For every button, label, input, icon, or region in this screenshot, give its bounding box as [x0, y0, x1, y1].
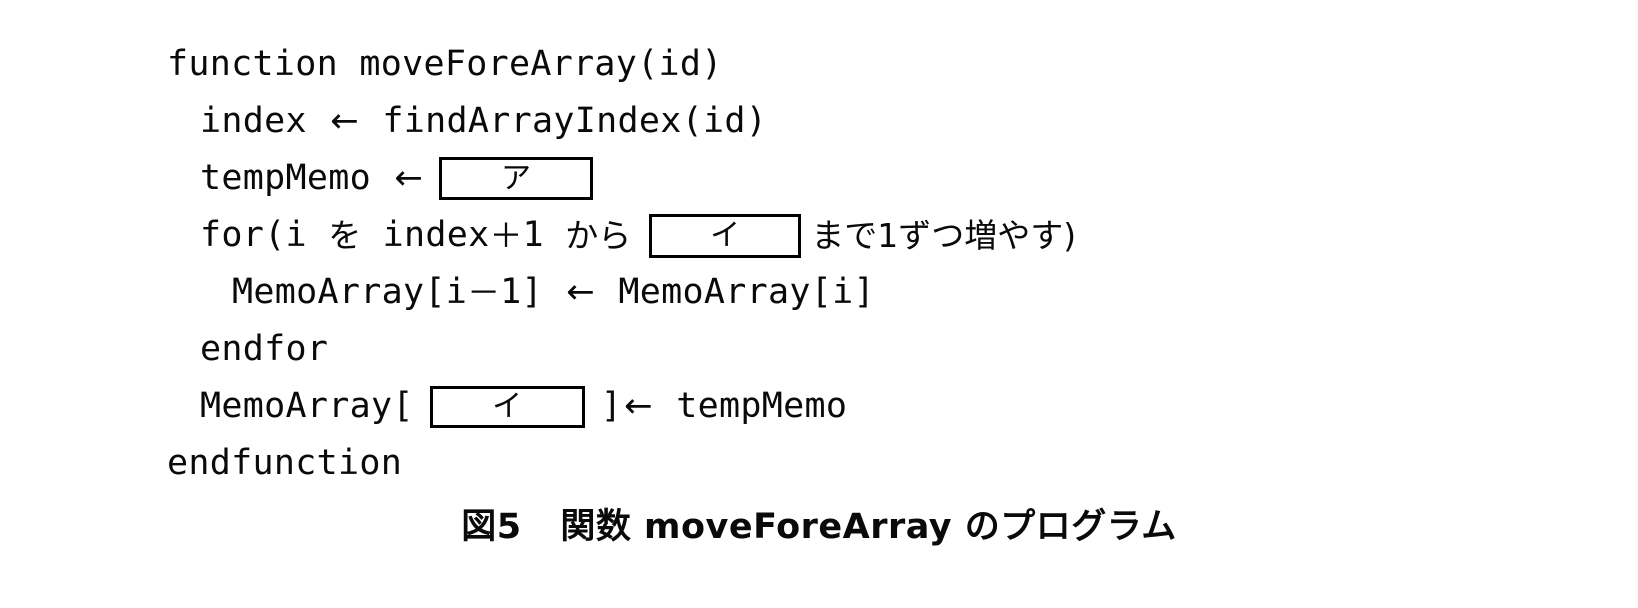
assignment-arrow-icon: ←: [330, 101, 360, 141]
code-line-for-loop: for(i を index ＋ 1 から イ まで1ずつ増やす ): [167, 207, 1467, 264]
code-text-particle-kara: から: [565, 216, 632, 255]
code-text-pre: index: [200, 101, 329, 141]
code-text-pre: MemoArray[: [200, 386, 414, 426]
figure-caption-text: 関数 moveForeArray のプログラム: [560, 507, 1177, 547]
code-line-endfor: endfor: [167, 321, 1467, 378]
answer-blank-a[interactable]: ア: [439, 157, 594, 200]
answer-blank-c[interactable]: イ: [429, 385, 585, 428]
answer-blank-b[interactable]: イ: [649, 213, 802, 258]
code-text-pre: tempMemo: [200, 158, 393, 198]
code-line-memoarray-store: MemoArray[ イ ] ← tempMemo: [167, 378, 1467, 435]
figure-caption-number: 図5: [461, 507, 522, 547]
code-text-particle-wo: を: [328, 216, 362, 255]
code-text-mid: 1]: [500, 272, 565, 312]
code-text: endfunction: [167, 443, 403, 483]
assignment-arrow-icon: ←: [624, 386, 653, 426]
pseudocode-block: function moveForeArray(id) index ← findA…: [167, 36, 1467, 492]
plus-sign: ＋: [489, 216, 523, 255]
code-text-post: MemoArray[i]: [597, 272, 875, 312]
code-text-close-paren: ): [1063, 216, 1077, 255]
code-text-pre: for(i: [200, 215, 329, 255]
code-text: function moveForeArray(id): [167, 44, 723, 84]
minus-sign: －: [467, 273, 501, 312]
code-text-post: tempMemo: [654, 386, 848, 426]
code-line-endfunction: endfunction: [167, 435, 1467, 492]
code-line-tempmemo-assign: tempMemo ← ア: [167, 150, 1467, 207]
code-text-bracket-close: ]: [600, 386, 623, 426]
code-text-pre: MemoArray[i: [232, 272, 468, 312]
code-text-post: findArrayIndex(id): [361, 101, 768, 141]
code-text-one: 1: [522, 215, 566, 255]
assignment-arrow-icon: ←: [394, 158, 424, 198]
code-line-index-assign: index ← findArrayIndex(id): [167, 93, 1467, 150]
figure-caption: 図5 関数 moveForeArray のプログラム: [0, 498, 1638, 549]
assignment-arrow-icon: ←: [566, 272, 596, 312]
code-text-index: index: [361, 215, 490, 255]
code-line-memoarray-shift: MemoArray[i － 1] ← MemoArray[i]: [167, 264, 1467, 321]
code-text-loop-step: まで1ずつ増やす: [811, 216, 1064, 255]
code-text: endfor: [200, 329, 329, 369]
code-line-function-header: function moveForeArray(id): [167, 36, 1467, 93]
